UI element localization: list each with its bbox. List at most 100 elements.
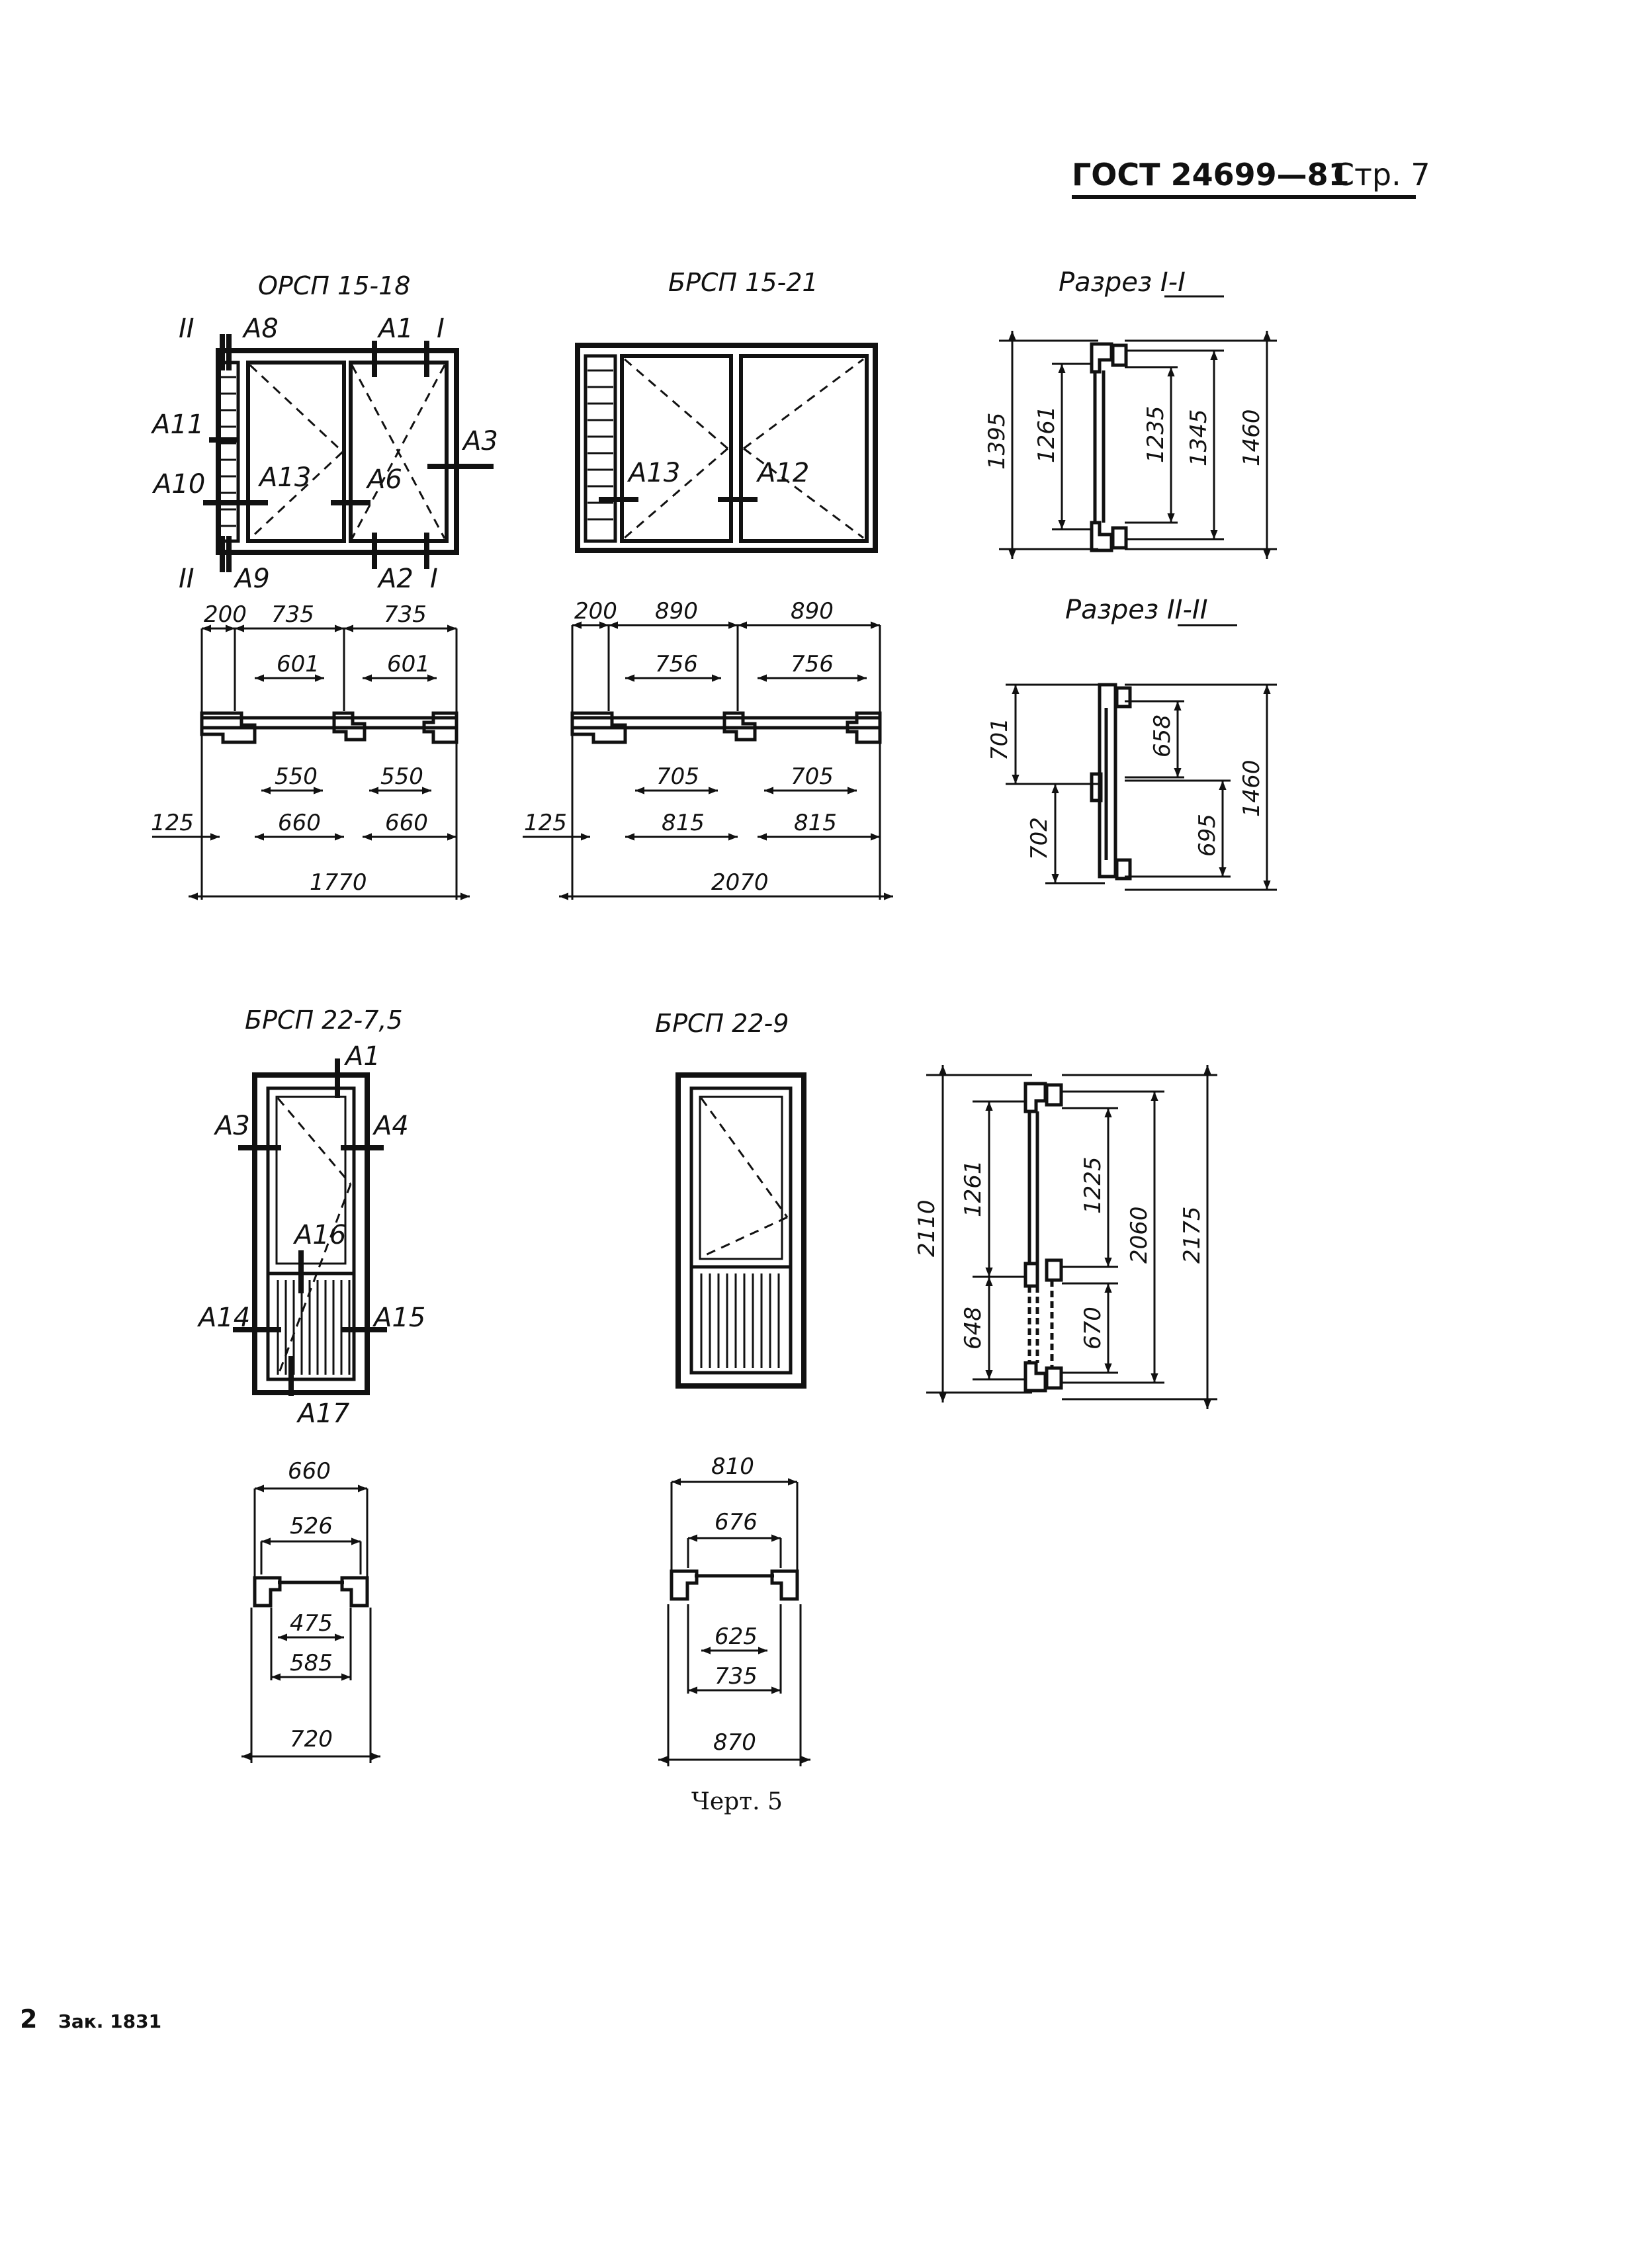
- dim-625: 625: [715, 1623, 758, 1650]
- page-header: ГОСТ 24699—81 Стр. 7: [1072, 157, 1430, 199]
- page-footer: 2 Зак. 1831: [20, 2005, 161, 2034]
- drawing-title: ОРСП 15-18: [258, 271, 410, 300]
- dim-705-left: 705: [656, 763, 699, 790]
- label-A6: A6: [365, 464, 402, 495]
- dim-756-right: 756: [791, 651, 834, 677]
- dimension-lines: [152, 625, 470, 900]
- dim-200: 200: [574, 598, 617, 625]
- dim-475: 475: [290, 1610, 333, 1637]
- window-sash-right: [349, 361, 449, 543]
- window-sash-right: [739, 354, 869, 543]
- dim-648: 648: [960, 1307, 986, 1350]
- opening-lines: [249, 364, 446, 540]
- dim-670: 670: [1080, 1307, 1106, 1350]
- label-section-II-bottom: II: [179, 564, 195, 594]
- label-section-II-top: II: [179, 314, 195, 344]
- glass-pane: [275, 1096, 347, 1265]
- plan-section: [253, 1576, 369, 1608]
- drawing-brsp-22-7-5: БРСП 22-7,5 A1 A3 A4 A16 A14 A15 A17: [196, 1006, 425, 1763]
- window-sash-left: [246, 361, 346, 543]
- dim-890-left: 890: [655, 598, 698, 625]
- panel-hatching: [700, 1273, 780, 1368]
- dim-125: 125: [524, 810, 567, 836]
- dim-660-right: 660: [385, 810, 428, 836]
- door-leaf: [689, 1086, 793, 1375]
- plan-section: [570, 711, 882, 744]
- dim-601-left: 601: [277, 651, 320, 677]
- label-A10: A10: [152, 469, 205, 499]
- label-A13: A13: [627, 458, 680, 488]
- label-A17: A17: [296, 1399, 350, 1429]
- section-I-I: Разрез I-I 1395 1261 1235 1345 1460: [984, 267, 1277, 559]
- dim-1261: 1261: [960, 1160, 986, 1217]
- dim-1261: 1261: [1033, 406, 1060, 463]
- dimension-lines: [523, 621, 893, 900]
- section-marks: [233, 1058, 387, 1396]
- drawing-title: БРСП 22-7,5: [245, 1006, 403, 1035]
- label-A15: A15: [372, 1303, 425, 1333]
- dim-695: 695: [1194, 814, 1221, 857]
- dim-815-right: 815: [794, 810, 837, 836]
- dimension-lines: [926, 1065, 1217, 1409]
- footer-page-number: 2: [20, 2005, 37, 2034]
- drawing-brsp-15-21: БРСП 15-21 A13 A12: [523, 268, 893, 900]
- dim-810: 810: [711, 1453, 754, 1480]
- standard-number: ГОСТ 24699—81: [1072, 157, 1350, 193]
- section-title: Разрез I-I: [1059, 267, 1186, 298]
- figure-caption: Черт. 5: [691, 1788, 783, 1815]
- opening-lines: [277, 1098, 352, 1377]
- opening-lines: [624, 358, 864, 539]
- page-label: Стр. 7: [1333, 157, 1430, 193]
- dim-125: 125: [151, 810, 194, 836]
- dim-2110: 2110: [914, 1199, 940, 1257]
- dimension-lines: [241, 1485, 380, 1763]
- section-marks: [203, 334, 494, 572]
- window-frame: [575, 343, 878, 553]
- dim-1225: 1225: [1080, 1156, 1106, 1214]
- dim-1460: 1460: [1239, 409, 1265, 466]
- plan-section: [670, 1569, 799, 1601]
- label-section-I-bottom: I: [430, 564, 438, 594]
- dim-2175: 2175: [1179, 1206, 1205, 1264]
- dim-735: 735: [715, 1663, 758, 1690]
- dim-676: 676: [715, 1509, 758, 1535]
- door-leaf: [266, 1086, 356, 1381]
- label-A13: A13: [257, 462, 311, 493]
- dim-702: 702: [1026, 817, 1053, 860]
- dim-1345: 1345: [1186, 409, 1212, 466]
- vent-panel: [216, 361, 240, 543]
- section-title: Разрез II-II: [1065, 595, 1208, 625]
- window-sash-left: [620, 354, 733, 543]
- dim-701: 701: [986, 718, 1013, 761]
- section-door: 2110 1261 1225 2060 2175 648 670: [914, 1065, 1217, 1409]
- vent-hatching: [587, 369, 613, 521]
- dim-550-left: 550: [275, 763, 318, 790]
- dim-660: 660: [288, 1458, 331, 1485]
- drawing-title: БРСП 15-21: [668, 268, 818, 297]
- dim-200: 200: [204, 601, 247, 628]
- label-A9: A9: [233, 564, 270, 594]
- glass-pane: [699, 1096, 783, 1260]
- dim-1235: 1235: [1143, 406, 1169, 463]
- dim-870: 870: [713, 1729, 756, 1756]
- dim-735-left: 735: [271, 601, 314, 628]
- dim-1460: 1460: [1239, 759, 1265, 817]
- dim-756-left: 756: [655, 651, 698, 677]
- dim-735-right: 735: [384, 601, 427, 628]
- label-A1: A1: [343, 1041, 380, 1072]
- dimension-lines: [999, 331, 1277, 559]
- dim-550-right: 550: [380, 763, 423, 790]
- dim-658: 658: [1149, 714, 1176, 757]
- label-A4: A4: [372, 1111, 409, 1141]
- section-profile: [1090, 683, 1132, 881]
- dim-2070: 2070: [711, 869, 769, 896]
- dimension-lines: [1006, 683, 1277, 891]
- dimension-lines: [658, 1478, 810, 1766]
- dim-890-right: 890: [791, 598, 834, 625]
- label-A16: A16: [292, 1220, 346, 1250]
- section-profile: [1090, 342, 1128, 552]
- drawing-brsp-22-9: БРСП 22-9: [655, 1009, 810, 1766]
- label-A3: A3: [213, 1111, 250, 1141]
- dim-660-left: 660: [278, 810, 321, 836]
